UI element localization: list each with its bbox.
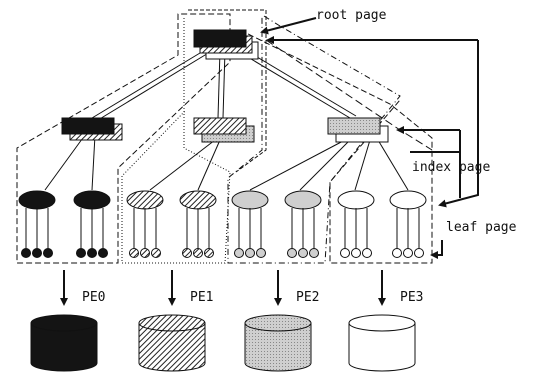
pe3-label: PE3 <box>400 290 423 305</box>
leaf-node-pe2-2 <box>284 190 322 258</box>
index-page-nodes <box>61 117 389 143</box>
pe2-label: PE2 <box>296 290 319 305</box>
index-node-pe2 <box>327 117 389 143</box>
leaf-node-pe3-1 <box>337 190 375 258</box>
pe0-disk-icon <box>30 314 98 372</box>
leaf-node-pe0-2 <box>73 190 111 258</box>
leaf-page-nodes <box>18 190 427 258</box>
partition-pe3-boundary <box>239 29 433 264</box>
tree-connectors <box>44 47 409 191</box>
leaf-node-pe1-1 <box>126 190 164 258</box>
pe0-label: PE0 <box>82 290 105 305</box>
pe1-label: PE1 <box>190 290 213 305</box>
leaf-node-pe0-1 <box>18 190 56 258</box>
pe1-disk-icon <box>138 314 206 372</box>
leaf-node-pe3-2 <box>389 190 427 258</box>
leaf-node-pe1-2 <box>179 190 217 258</box>
outer-dashed-border <box>188 9 267 173</box>
index-node-pe0 <box>61 117 123 141</box>
pe3-disk-icon <box>348 314 416 372</box>
pe2-disk-icon <box>244 314 312 372</box>
partition-pe2-boundary <box>227 15 401 264</box>
partition-pe1-boundary <box>121 18 231 264</box>
label-arrows <box>260 17 479 259</box>
root-page-label: root page <box>316 8 387 23</box>
index-node-pe1 <box>193 117 255 143</box>
pe-group: PE0 PE1 PE2 PE3 <box>30 270 423 372</box>
leaf-page-label: leaf page <box>446 220 517 235</box>
root-page-node <box>193 29 259 60</box>
index-page-label: index page <box>412 160 490 175</box>
leaf-node-pe2-1 <box>231 190 269 258</box>
